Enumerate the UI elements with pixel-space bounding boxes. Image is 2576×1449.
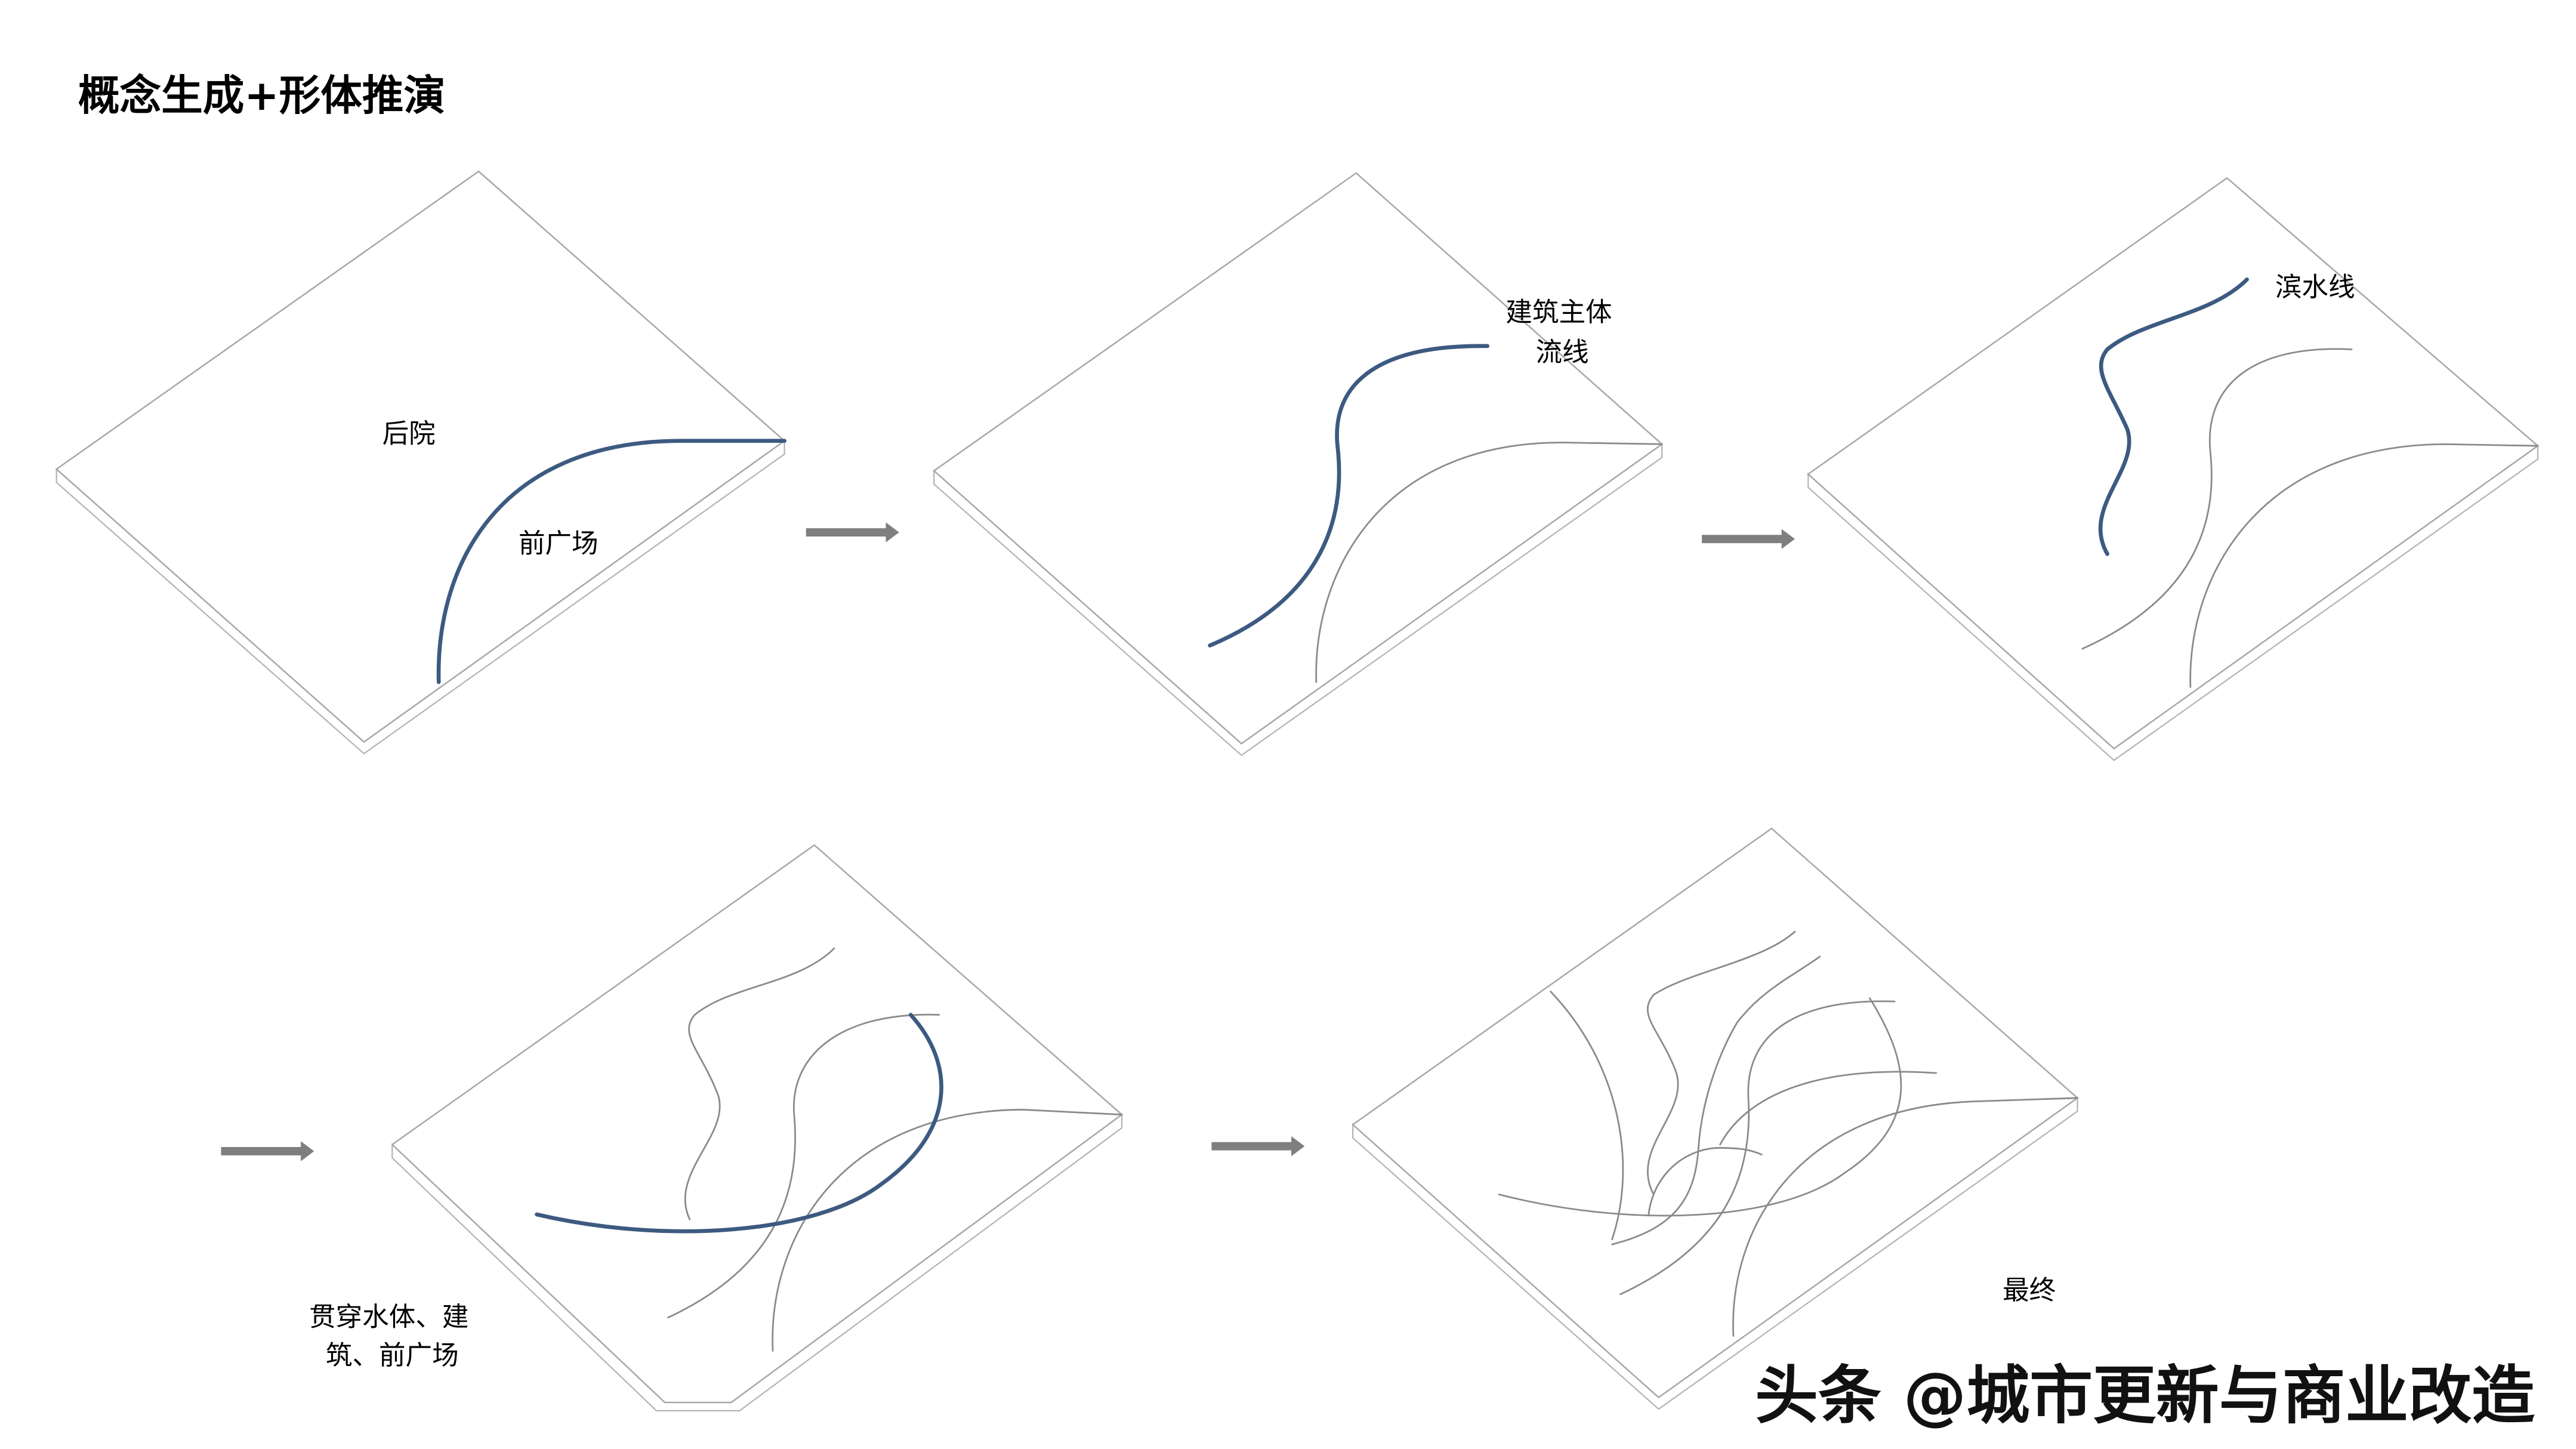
building-circulation-curve [1208,344,1490,648]
watermark-text: 头条 @城市更新与商业改造 [1755,1359,2535,1432]
label-connect-water-building-plaza-line1: 贯穿水体、建 [309,1302,468,1333]
connecting-curve [535,1013,943,1234]
site-slab [933,172,1664,745]
right-arrow-icon [806,522,899,542]
site-slab [1807,177,2539,750]
site-slab [55,170,786,743]
previous-boundary-curve [2189,443,2539,688]
waterfront-curve [2098,277,2249,556]
step-4-panel: 贯穿水体、建 筑、前广场 [309,844,1123,1412]
label-building-main: 建筑主体 [1506,297,1612,328]
previous-circulation-curve [2081,348,2353,650]
label-connect-water-building-plaza-line2: 筑、前广场 [326,1340,459,1371]
step-2-panel: 建筑主体 流线 [933,172,1664,756]
page-title: 概念生成+形体推演 [78,72,445,120]
final-flow-lines [1498,930,2078,1337]
step-1-panel: 后院 前广场 [55,170,786,755]
boundary-curve [436,439,786,685]
right-arrow-icon [221,1141,314,1161]
label-waterfront: 滨水线 [2275,272,2355,303]
label-front-plaza: 前广场 [519,528,599,559]
label-backyard: 后院 [382,418,436,449]
previous-circulation-curve [667,1013,940,1319]
right-arrow-icon [1702,529,1795,549]
label-circulation: 流线 [1535,337,1588,368]
previous-waterfront-curve [684,947,835,1220]
step-3-panel: 滨水线 [1807,177,2539,762]
site-slab [391,844,1123,1404]
previous-boundary-curve [772,1108,1123,1352]
right-arrow-icon [1211,1136,1305,1157]
label-final: 最终 [2003,1275,2056,1306]
step-5-panel: 最终 [1352,827,2079,1410]
previous-boundary-curve [1315,442,1663,683]
site-slab [1352,827,2079,1399]
